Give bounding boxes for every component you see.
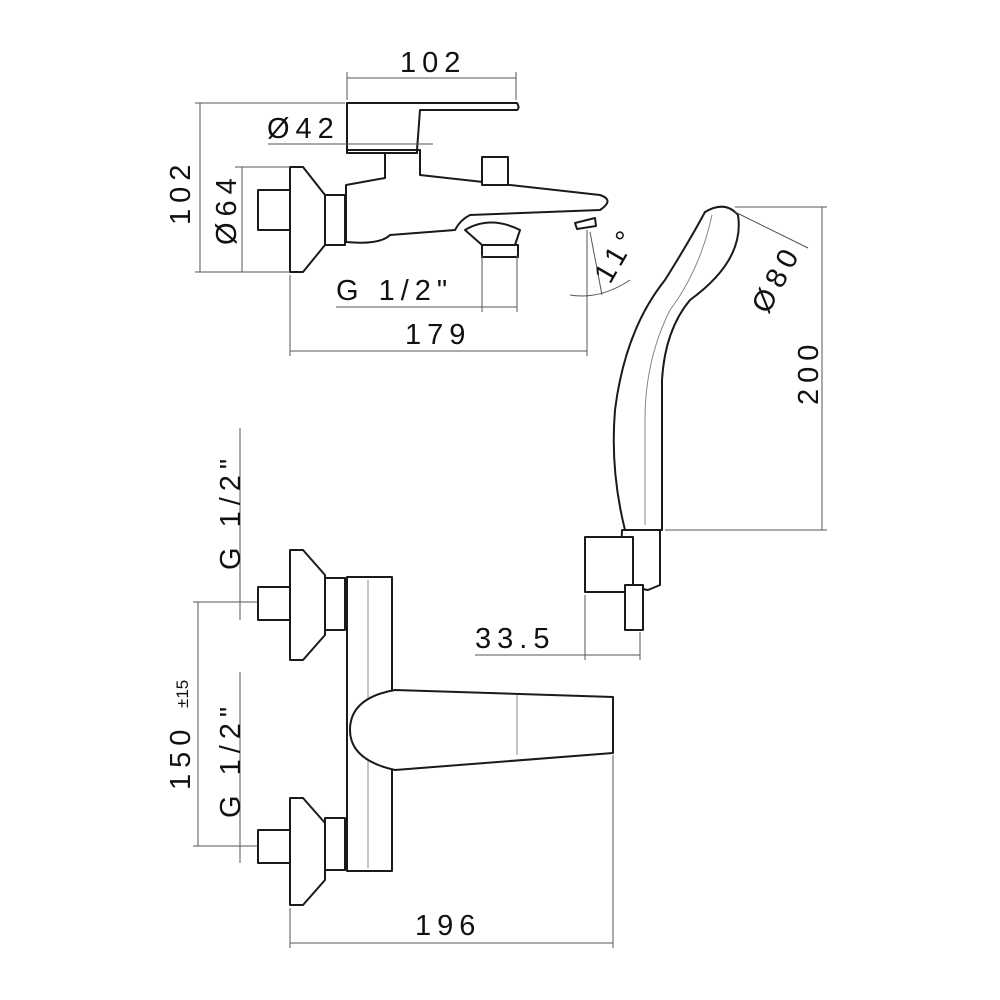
- dim-inlet-thread-top: G 1/2": [215, 453, 247, 570]
- dim-head-diameter: Ø80: [746, 239, 808, 318]
- dim-total-length: 179: [405, 319, 471, 351]
- dim-holder-offset: 33.5: [475, 623, 555, 655]
- dim-total-width: 196: [415, 910, 481, 942]
- dim-inlet-thread-bottom: G 1/2": [215, 701, 247, 818]
- dim-height-left: 102: [165, 159, 197, 225]
- dim-flange-diameter: Ø64: [211, 172, 243, 245]
- dim-spout-angle: 11°: [588, 221, 646, 289]
- dim-outlet-thread: G 1/2": [336, 275, 453, 307]
- front-view-mixer: [193, 428, 614, 948]
- dim-width-top: 102: [400, 47, 466, 79]
- dim-center-tolerance: ±15: [173, 680, 192, 708]
- dim-body-diameter: Ø42: [267, 113, 340, 145]
- hand-shower: [475, 205, 827, 660]
- dim-shower-length: 200: [793, 339, 825, 405]
- dim-center-distance: 150: [165, 724, 197, 790]
- side-view-mixer: [195, 72, 631, 356]
